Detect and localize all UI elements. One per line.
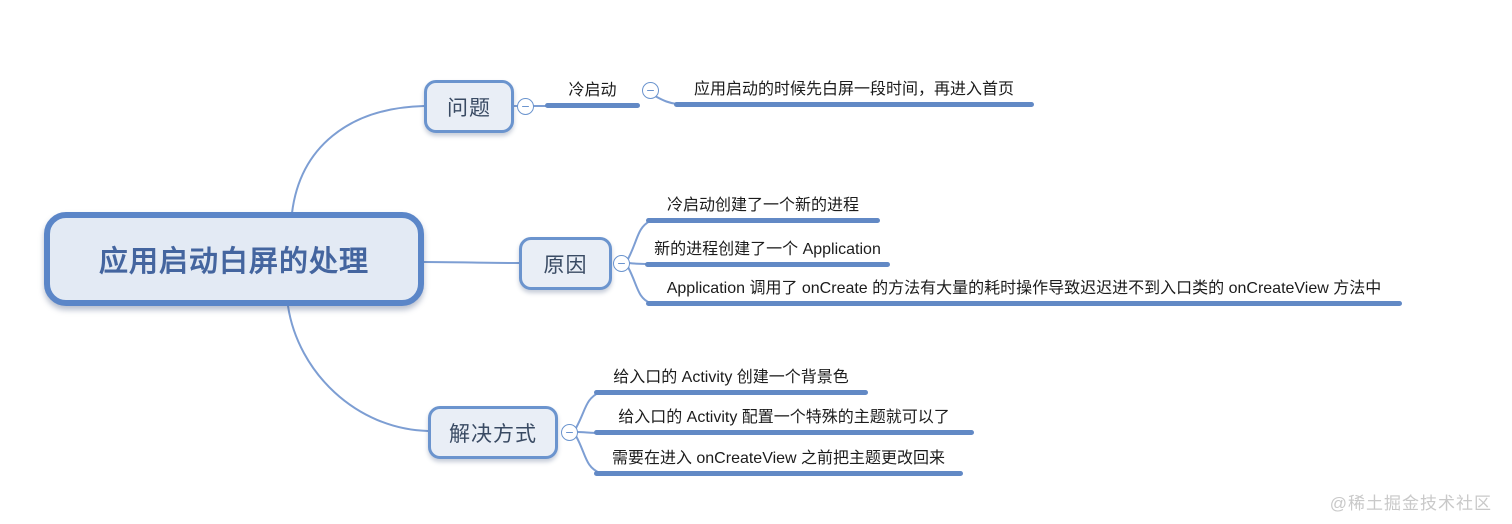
watermark: @稀土掘金技术社区 bbox=[1329, 494, 1492, 513]
collapse-minus-icon-cold-start[interactable] bbox=[642, 82, 659, 99]
branch-line bbox=[646, 218, 880, 223]
branch-line bbox=[674, 102, 1034, 107]
topic-reason-3[interactable]: Application 调用了 onCreate 的方法有大量的耗时操作导致迟迟… bbox=[646, 278, 1402, 306]
branch-line bbox=[646, 301, 1402, 306]
root-topic-label: 应用启动白屏的处理 bbox=[98, 246, 369, 278]
branch-node-reason[interactable]: 原因 bbox=[519, 237, 612, 290]
branch-line bbox=[645, 262, 890, 267]
root-topic-node[interactable]: 应用启动白屏的处理 bbox=[44, 212, 424, 306]
branch-label-reason: 原因 bbox=[543, 253, 588, 277]
topic-reason-2[interactable]: 新的进程创建了一个 Application bbox=[645, 239, 890, 267]
branch-line bbox=[545, 103, 640, 108]
collapse-minus-icon-reason[interactable] bbox=[613, 255, 630, 272]
branch-line bbox=[594, 471, 963, 476]
topic-solution-2[interactable]: 给入口的 Activity 配置一个特殊的主题就可以了 bbox=[594, 407, 974, 435]
branch-node-problem[interactable]: 问题 bbox=[424, 80, 514, 133]
branch-label-solution: 解决方式 bbox=[449, 422, 537, 446]
branch-line bbox=[594, 430, 974, 435]
topic-solution-1[interactable]: 给入口的 Activity 创建一个背景色 bbox=[594, 367, 868, 395]
topic-cold-start[interactable]: 冷启动 bbox=[545, 80, 640, 108]
topic-white-screen-desc[interactable]: 应用启动的时候先白屏一段时间，再进入首页 bbox=[674, 79, 1034, 107]
collapse-minus-icon-solution[interactable] bbox=[561, 424, 578, 441]
branch-line bbox=[594, 390, 868, 395]
branch-label-problem: 问题 bbox=[447, 96, 491, 120]
branch-node-solution[interactable]: 解决方式 bbox=[428, 406, 558, 459]
topic-reason-1[interactable]: 冷启动创建了一个新的进程 bbox=[646, 195, 880, 223]
collapse-minus-icon-problem[interactable] bbox=[517, 98, 534, 115]
topic-solution-3[interactable]: 需要在进入 onCreateView 之前把主题更改回来 bbox=[594, 448, 963, 476]
